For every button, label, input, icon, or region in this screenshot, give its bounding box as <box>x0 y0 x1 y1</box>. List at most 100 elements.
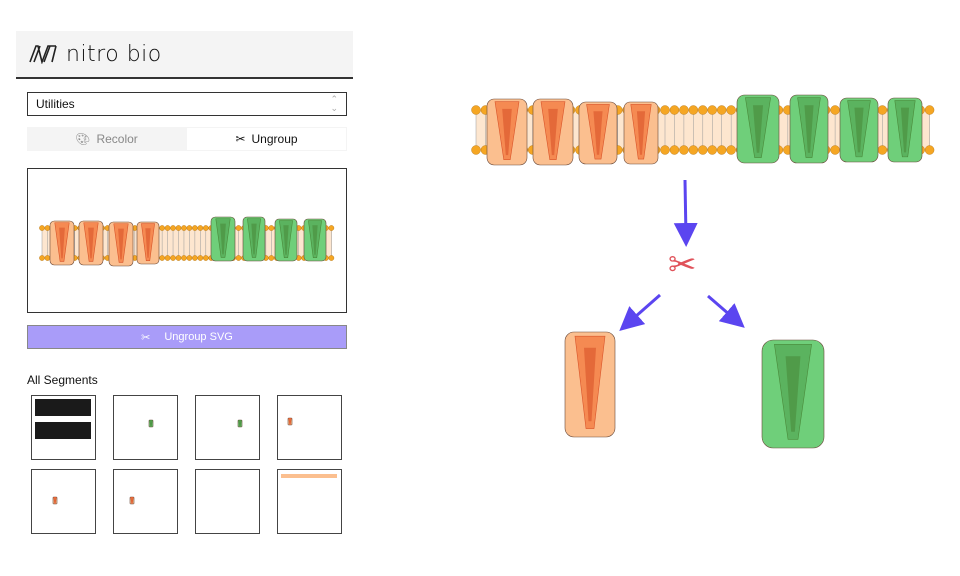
orange-protein <box>52 496 58 505</box>
utility-select[interactable]: Utilities ⌃⌄ <box>27 92 347 116</box>
lipid-head <box>175 255 182 261</box>
orange-protein <box>78 220 104 266</box>
segment-thumbnail[interactable] <box>31 395 96 460</box>
lipid-head <box>698 105 708 115</box>
segment-preview <box>148 419 154 428</box>
green-protein <box>237 419 243 428</box>
orange-protein <box>136 221 160 265</box>
app-header: nitro bio <box>16 31 353 79</box>
scissors-icon: ✂︎ <box>141 331 151 344</box>
lipid-head <box>660 145 670 155</box>
arrow-icon <box>619 293 661 331</box>
lipid-head <box>707 105 717 115</box>
segment-thumbnail[interactable] <box>113 469 178 534</box>
segment-preview <box>237 419 243 428</box>
palette-icon: 🎨︎ <box>75 132 91 146</box>
lipid-head <box>669 105 680 115</box>
utility-select-value: Utilities <box>36 97 75 111</box>
lipid-head <box>235 255 242 261</box>
lipid-head <box>164 225 171 231</box>
segment-preview <box>287 417 293 426</box>
lipid-head <box>186 255 193 261</box>
lipid-head <box>679 145 689 155</box>
nitro-bio-logo-icon <box>29 45 57 64</box>
orange-protein <box>623 101 659 165</box>
orange-protein <box>532 98 574 166</box>
lipid-head <box>717 145 727 155</box>
segment-thumbnail[interactable] <box>31 469 96 534</box>
lipid-head <box>830 105 840 115</box>
lipid-head <box>170 255 176 261</box>
lipid-head <box>471 145 481 155</box>
tab-ungroup[interactable]: ✂︎ Ungroup <box>187 128 346 150</box>
lipid-head <box>175 225 182 231</box>
green-protein <box>887 97 923 163</box>
ungroup-svg-button[interactable]: ✂︎ Ungroup SVG <box>27 325 347 349</box>
segment-preview <box>129 496 135 505</box>
lipid-head <box>181 225 187 231</box>
membrane-preview-image <box>39 216 335 267</box>
membrane <box>39 216 335 267</box>
chevron-up-down-icon: ⌃⌄ <box>330 94 338 113</box>
segment-preview <box>196 470 258 532</box>
lipid-head <box>717 105 727 115</box>
segment-preview <box>52 496 58 505</box>
segments-grid <box>31 395 342 534</box>
orange-protein <box>108 221 134 267</box>
lipid-head <box>726 145 736 155</box>
lipid-head <box>202 255 209 261</box>
segments-title: All Segments <box>27 373 98 387</box>
segment-preview <box>35 399 91 439</box>
mode-tabs: 🎨︎ Recolor ✂︎ Ungroup <box>27 127 347 151</box>
lipid-head <box>328 255 335 261</box>
lipid-head <box>44 225 51 231</box>
mask-shape <box>35 416 91 422</box>
lipid-head <box>471 105 481 115</box>
lipid-head <box>924 105 935 115</box>
lipid-head <box>159 225 165 231</box>
extracted-orange-protein <box>564 331 616 438</box>
lipid-head <box>268 255 275 261</box>
segment-thumbnail[interactable] <box>277 469 342 534</box>
lipid-head <box>202 225 209 231</box>
lipid-head <box>186 225 193 231</box>
lipid-head <box>924 145 935 155</box>
svg-preview <box>27 168 347 313</box>
green-protein <box>274 218 298 262</box>
ungroup-illustration: ✂ <box>471 94 935 449</box>
orange-protein <box>49 220 75 266</box>
extracted-green-protein <box>761 339 825 449</box>
orange-protein <box>486 98 528 166</box>
lipid-head <box>170 225 176 231</box>
segment-thumbnail[interactable] <box>113 395 178 460</box>
lipid-head <box>328 225 335 231</box>
lipid-head <box>164 255 171 261</box>
lipid-head <box>159 255 165 261</box>
arrow-icon <box>707 294 745 328</box>
scissors-icon: ✂ <box>668 246 697 284</box>
lipid-bar <box>281 474 337 478</box>
lipid-head <box>197 225 204 231</box>
green-protein <box>148 419 154 428</box>
orange-protein <box>129 496 135 505</box>
lipid-head <box>877 145 888 155</box>
tab-ungroup-label: Ungroup <box>251 132 298 146</box>
green-protein <box>210 216 236 262</box>
segment-thumbnail[interactable] <box>277 395 342 460</box>
tab-recolor[interactable]: 🎨︎ Recolor <box>27 127 186 151</box>
segment-thumbnail[interactable] <box>195 395 260 460</box>
lipid-head <box>830 145 840 155</box>
brand-name: nitro bio <box>66 41 162 67</box>
lipid-head <box>877 105 888 115</box>
lipid-head <box>669 145 680 155</box>
lipid-head <box>39 255 45 261</box>
segment-thumbnail[interactable] <box>195 469 260 534</box>
lipid-head <box>679 105 689 115</box>
lipid-head <box>192 255 198 261</box>
membrane <box>471 94 935 166</box>
lipid-head <box>268 225 275 231</box>
lipid-head <box>192 225 198 231</box>
orange-protein <box>287 417 293 426</box>
lipid-head <box>660 105 670 115</box>
lipid-head <box>726 105 736 115</box>
